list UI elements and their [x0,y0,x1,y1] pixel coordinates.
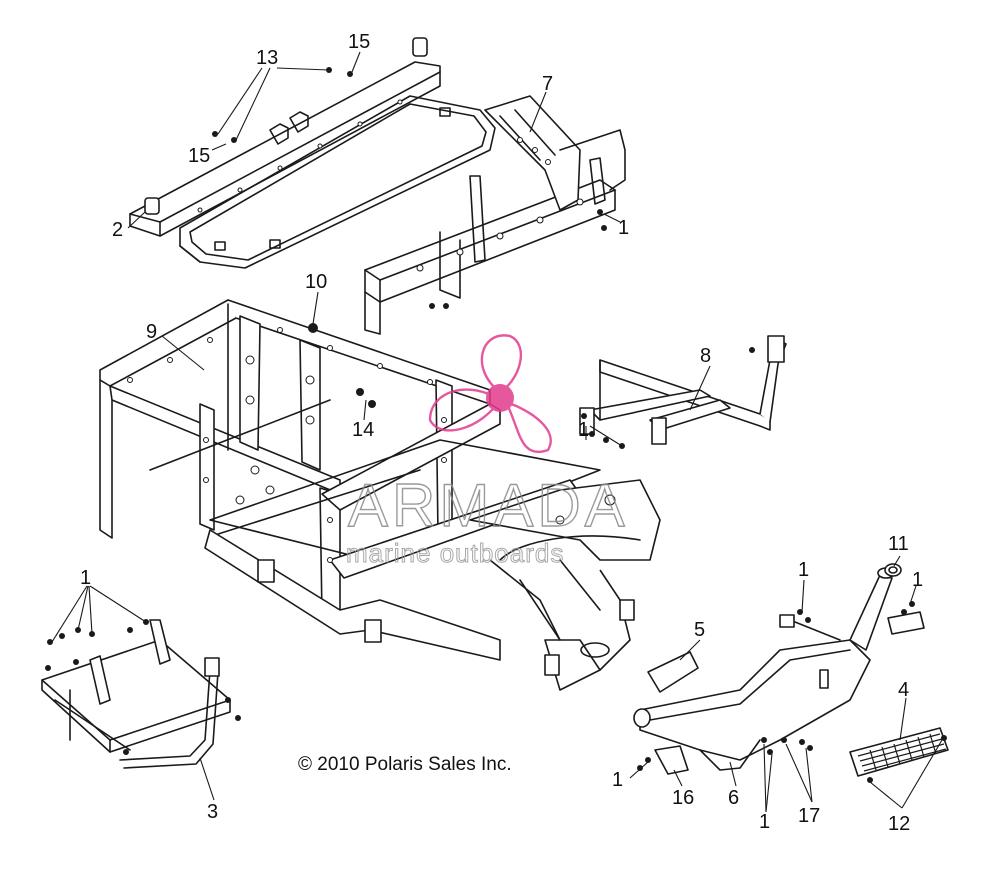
fasteners [45,67,947,783]
callout-14: 14 [352,419,374,441]
rear-rack-frame-part-7 [364,95,626,335]
mount-plate-part-16 [654,745,689,775]
callout-1-top-right: 1 [618,217,629,239]
callout-11: 11 [888,533,909,555]
callout-1-lower-left: 1 [612,769,623,791]
callout-1-bumper-top: 1 [798,559,809,581]
callout-1-bottom: 1 [759,811,770,833]
callout-7: 7 [542,73,553,95]
callout-numbers: 13 15 15 2 7 1 10 9 14 8 1 1 3 11 1 1 5 … [80,31,923,835]
callout-16: 16 [672,787,694,809]
front-rack-part-8 [579,335,787,445]
bumper-cap-part-11 [884,563,902,577]
main-chassis-frame-part-9 [99,299,661,691]
cargo-box-frame-part-2 [129,37,496,269]
callout-3: 3 [207,801,218,823]
callout-5: 5 [694,619,705,641]
callout-6: 6 [728,787,739,809]
bracket-part-5 [647,651,699,693]
watermark-name: ARMADA [348,472,629,539]
callout-1-right: 1 [912,569,923,591]
callout-4: 4 [898,679,909,701]
callout-13: 13 [256,47,278,69]
callout-15-left: 15 [188,145,210,167]
callout-12: 12 [888,813,910,835]
leader-lines [51,51,943,813]
callout-9: 9 [146,321,157,343]
callout-17: 17 [798,805,820,827]
rear-bumper-part-3 [41,619,231,769]
front-bumper-part-6 [633,567,895,771]
watermark: ARMADA marine outboards [346,334,629,569]
callout-8: 8 [700,345,711,367]
callout-15-top: 15 [348,31,370,53]
watermark-tagline: marine outboards [346,538,564,568]
callout-1-bottom-left: 1 [80,567,91,589]
copyright-notice: © 2010 Polaris Sales Inc. [298,754,512,775]
side-bracket [887,611,925,635]
callout-2: 2 [112,219,123,241]
callout-10: 10 [305,271,327,293]
watermark-propeller-logo [428,334,552,454]
callout-1-middle: 1 [578,419,589,441]
grille-screen-part-4 [849,727,949,777]
